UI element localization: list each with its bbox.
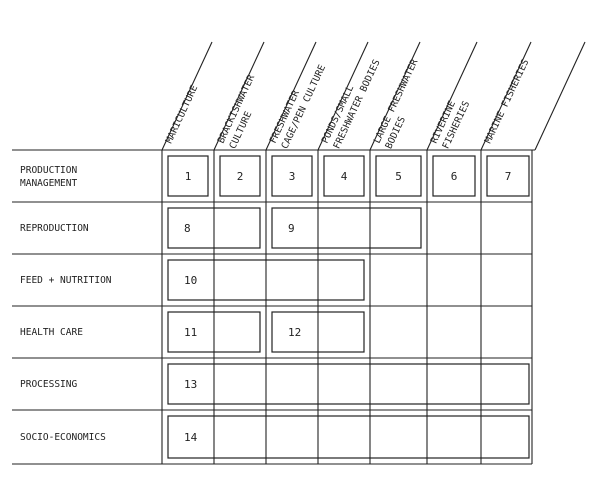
matrix-box-frame: [167, 155, 209, 197]
matrix-box: 14: [167, 415, 530, 459]
matrix-box-number: 11: [184, 326, 197, 339]
matrix-box: 12: [271, 311, 365, 353]
matrix-box: 5: [375, 155, 422, 197]
matrix-box-number: 10: [184, 274, 197, 287]
matrix-box-frame: [167, 311, 261, 353]
row-label: FEED + NUTRITION: [20, 275, 112, 286]
column-header-slant-line: [480, 41, 532, 151]
matrix-box-number: 9: [288, 222, 295, 235]
column-header-slant-line: [161, 41, 213, 151]
row-label: PROCESSING: [20, 379, 77, 390]
matrix-box-number: 3: [289, 170, 296, 183]
matrix-box-number: 2: [237, 170, 244, 183]
matrix-box-number: 7: [505, 170, 512, 183]
column-header-slant-line: [426, 41, 478, 151]
column-header-line1: MARINE FISHERIES: [483, 57, 532, 145]
matrix-box-frame: [167, 259, 365, 301]
matrix-box: 3: [271, 155, 313, 197]
matrix-box: 2: [219, 155, 261, 197]
column-header-slant-line: [369, 41, 421, 151]
matrix-box: 13: [167, 363, 530, 405]
matrix-box-number: 12: [288, 326, 301, 339]
matrix-box-number: 1: [185, 170, 192, 183]
column-header-slant-line: [265, 41, 317, 151]
matrix-box: 6: [432, 155, 476, 197]
matrix-box-frame: [271, 207, 422, 249]
matrix-box-number: 13: [184, 378, 197, 391]
row-label: REPRODUCTION: [20, 223, 89, 234]
matrix-box-frame: [167, 363, 530, 405]
column-header-slant-line: [317, 41, 369, 151]
column-header: MARICULTURE: [164, 83, 201, 145]
matrix-box-frame: [432, 155, 476, 197]
matrix-box: 7: [486, 155, 530, 197]
matrix-grid: [12, 41, 586, 465]
matrix-box-frame: [375, 155, 422, 197]
matrix-box-frame: [271, 155, 313, 197]
column-header-slant-line: [213, 41, 265, 151]
matrix-box-number: 4: [341, 170, 348, 183]
matrix-box-frame: [167, 207, 261, 249]
matrix-box-number: 8: [184, 222, 191, 235]
matrix-box: 9: [271, 207, 422, 249]
row-label-line1: PRODUCTION: [20, 165, 77, 176]
column-header-slant-line: [534, 41, 586, 151]
matrix-box-frame: [323, 155, 365, 197]
row-label: HEALTH CARE: [20, 327, 83, 338]
matrix-box-number: 5: [395, 170, 402, 183]
matrix-box-frame: [219, 155, 261, 197]
matrix-box-frame: [271, 311, 365, 353]
row-labels: PRODUCTION MANAGEMENT REPRODUCTION FEED + N…: [20, 165, 112, 443]
matrix-box: 1: [167, 155, 209, 197]
row-label-line2: MANAGEMENT: [20, 178, 77, 189]
row-label: SOCIO-ECONOMICS: [20, 432, 106, 443]
column-header: MARINE FISHERIES: [483, 57, 532, 145]
matrix-box: 10: [167, 259, 365, 301]
matrix-box: 4: [323, 155, 365, 197]
matrix-box-frame: [486, 155, 530, 197]
matrix-box: 8: [167, 207, 261, 249]
matrix-box: 11: [167, 311, 261, 353]
column-header-line1: MARICULTURE: [164, 83, 201, 145]
matrix-box-number: 14: [184, 431, 198, 444]
matrix-box-number: 6: [451, 170, 458, 183]
matrix-box-frame: [167, 415, 530, 459]
